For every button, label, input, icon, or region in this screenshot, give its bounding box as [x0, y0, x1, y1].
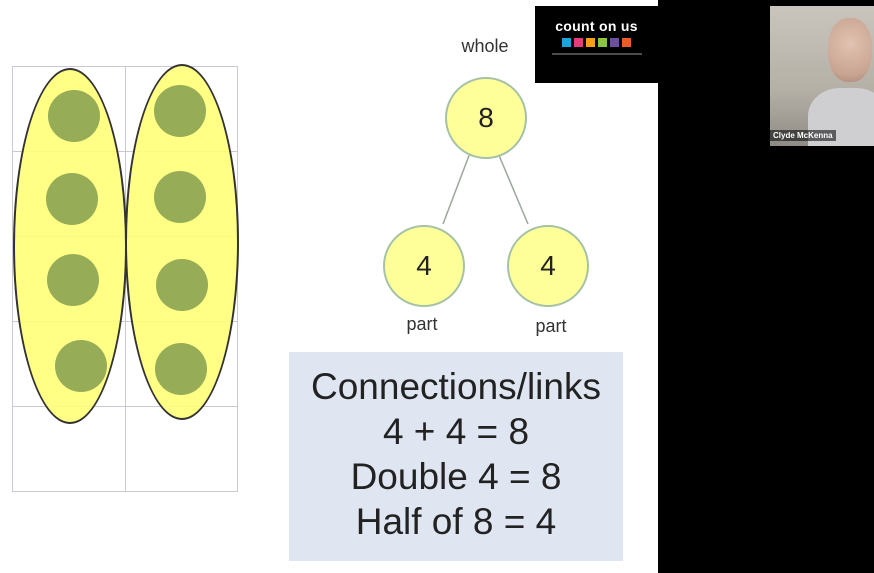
connections-title: Connections/links	[311, 366, 601, 407]
whole-node: 8	[445, 77, 527, 159]
part-node-left: 4	[383, 225, 465, 307]
logo-text: count on us	[555, 18, 638, 34]
part-label-left: part	[406, 314, 438, 334]
connector-line-left	[442, 152, 471, 225]
logo-tagline	[551, 53, 642, 55]
logo-dot	[586, 38, 595, 47]
counter	[154, 85, 206, 137]
logo-dot	[574, 38, 583, 47]
participant-head	[828, 18, 872, 82]
part-whole-connectors	[442, 152, 529, 225]
logo-dots	[535, 38, 658, 47]
counter	[48, 90, 100, 142]
counter	[46, 173, 98, 225]
logo-dot	[562, 38, 571, 47]
connection-line-double: Double 4 = 8	[350, 456, 562, 497]
whole-label: whole	[461, 36, 509, 56]
connection-line-half: Half of 8 = 4	[355, 501, 557, 542]
counter	[154, 171, 206, 223]
connector-line-right	[497, 152, 529, 225]
logo-dot	[622, 38, 631, 47]
participant-name-tag: Clyde McKenna	[770, 130, 836, 141]
part-node-right: 4	[507, 225, 589, 307]
ten-frame-row-line	[13, 151, 237, 152]
ten-frame-row-line	[13, 406, 237, 407]
counter	[156, 259, 208, 311]
connection-line-addition: 4 + 4 = 8	[382, 411, 530, 452]
connections-box: Connections/links 4 + 4 = 8 Double 4 = 8…	[289, 352, 623, 561]
logo-dot	[598, 38, 607, 47]
presentation-slide: whole 8 4 4 part part Connections/links …	[0, 0, 658, 573]
part-label-right: part	[535, 316, 567, 336]
count-on-us-logo: count on us	[535, 6, 658, 83]
counter	[55, 340, 107, 392]
logo-dot	[610, 38, 619, 47]
participant-video-tile[interactable]: Clyde McKenna	[770, 6, 874, 146]
counter	[47, 254, 99, 306]
counter	[155, 343, 207, 395]
ten-frame-row-line	[13, 321, 237, 322]
